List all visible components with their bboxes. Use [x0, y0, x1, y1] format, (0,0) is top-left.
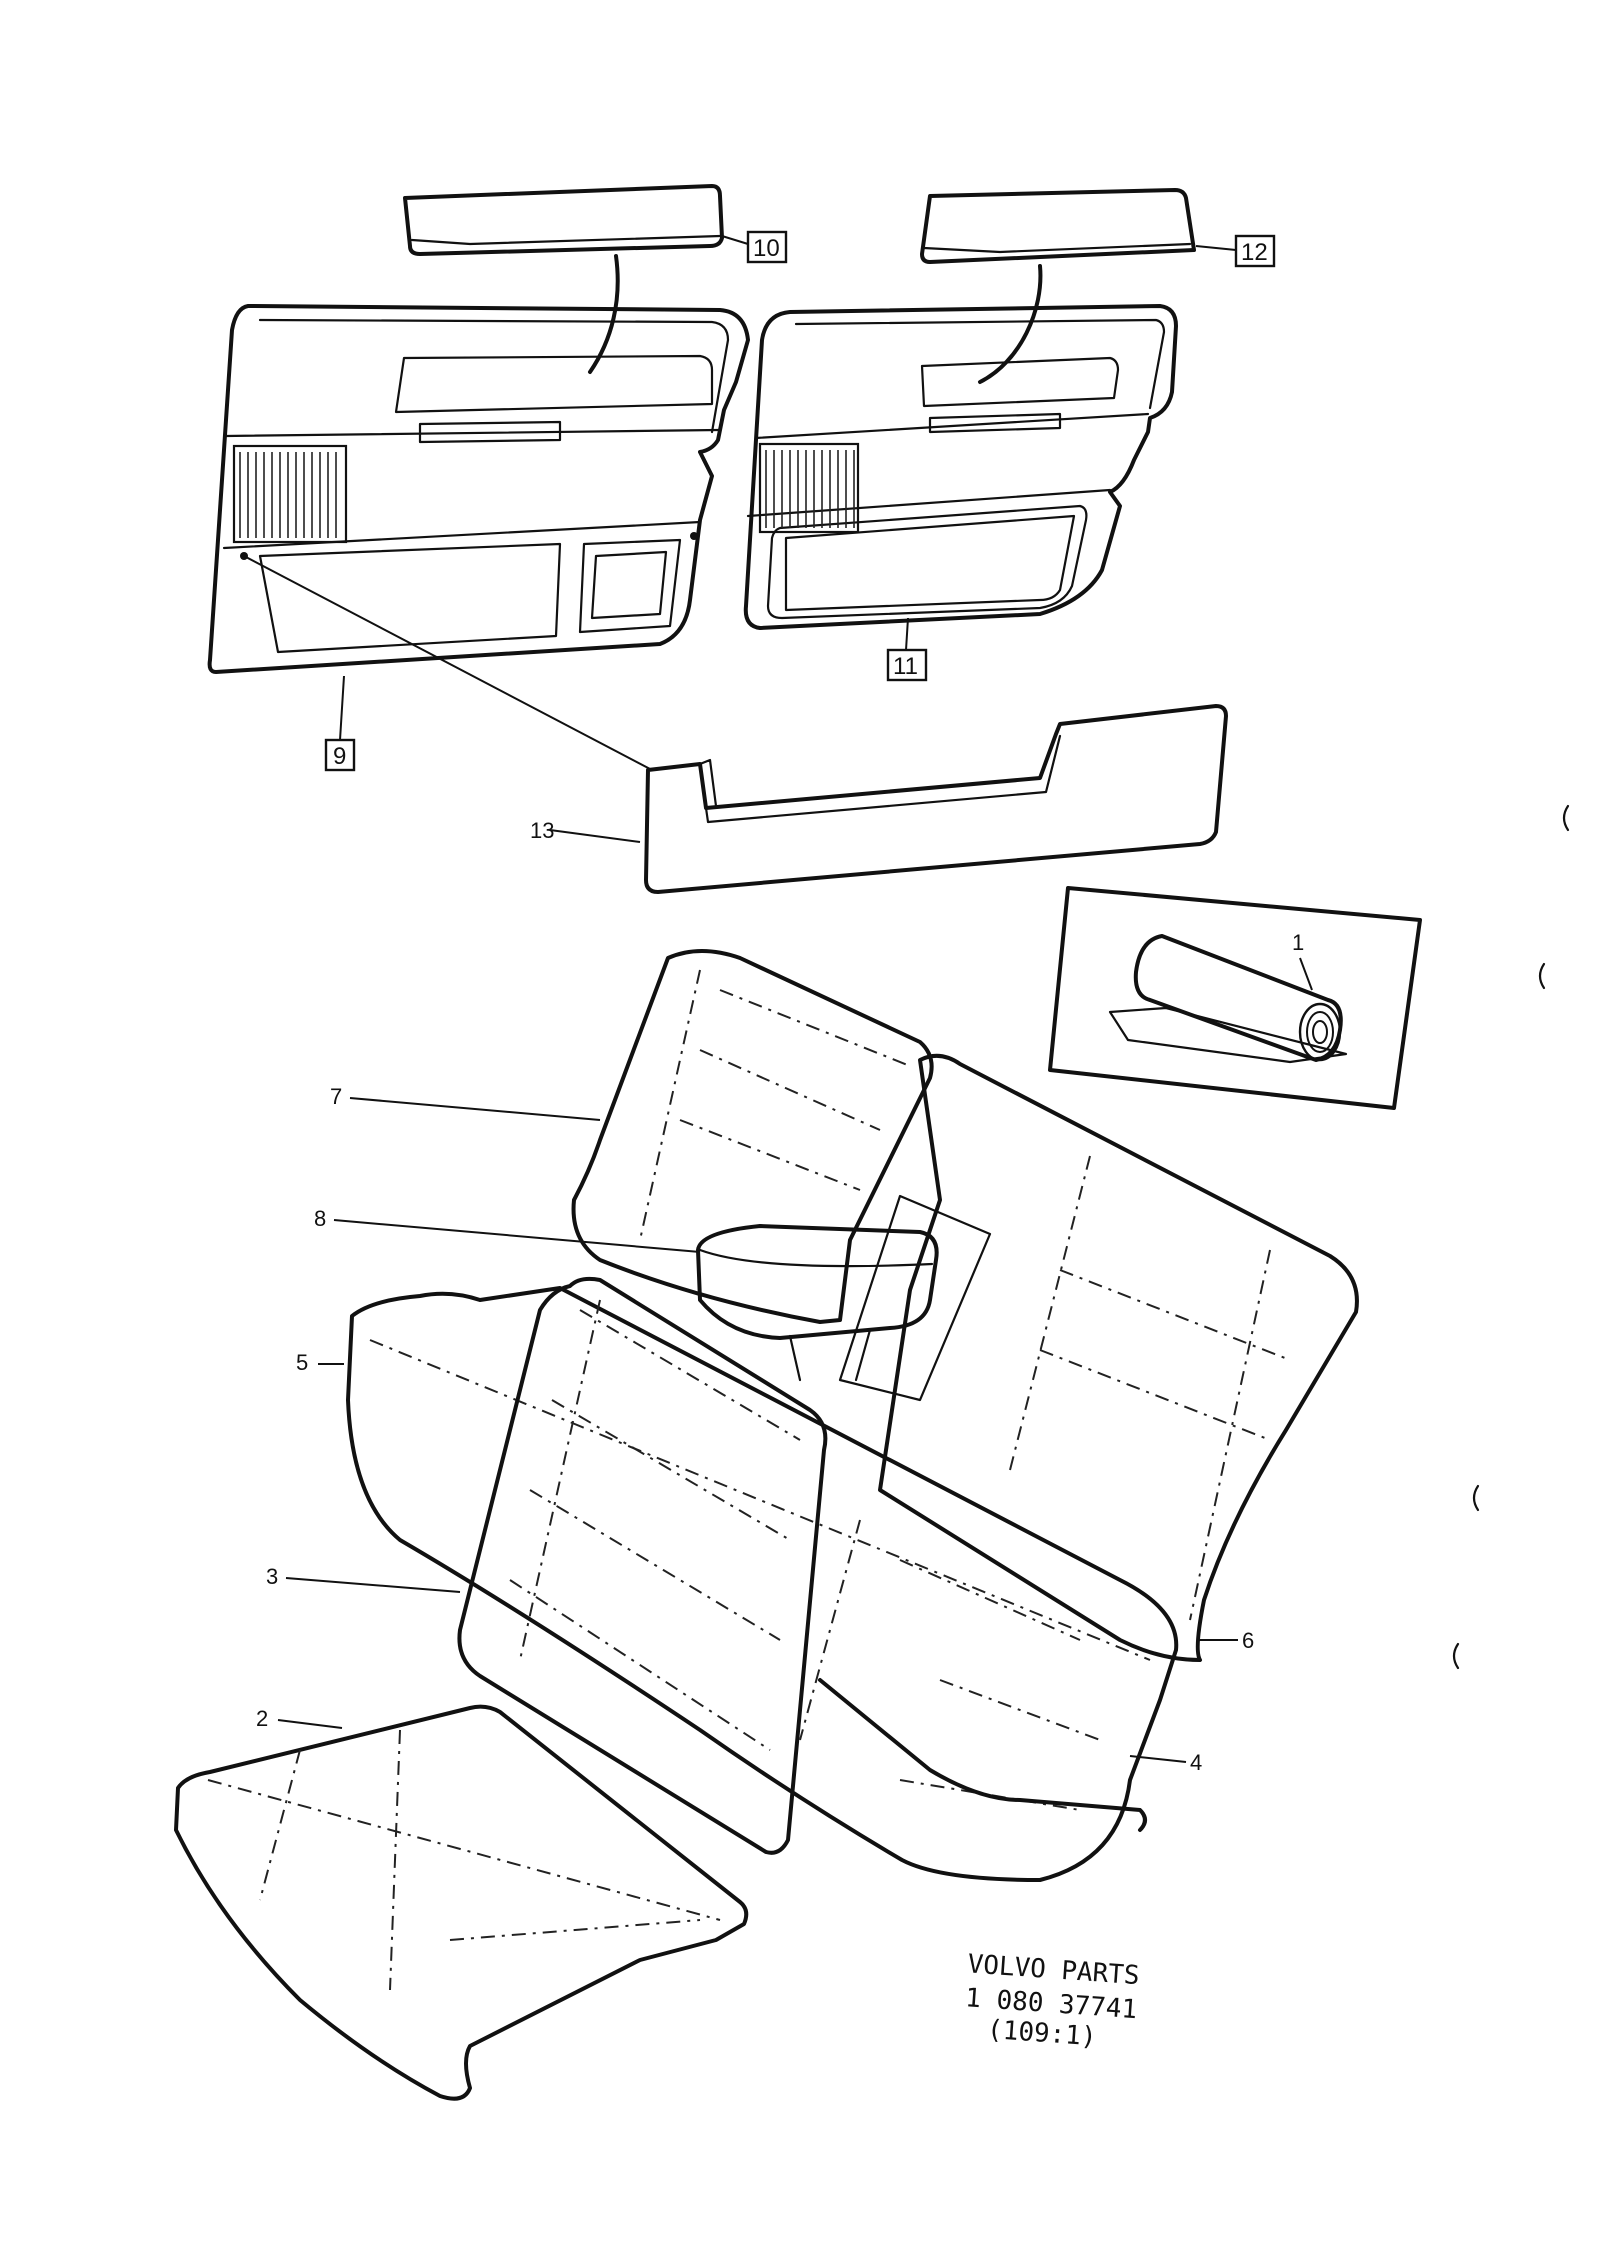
callout-11: 11	[893, 653, 918, 680]
part-5-seat-cushion	[346, 1286, 1179, 1882]
callout-7: 7	[330, 1084, 342, 1109]
callout-9-box	[324, 738, 356, 772]
leader-10	[721, 235, 749, 245]
part-4-cushion-lower	[818, 1678, 1147, 1832]
callout-10: 10	[753, 235, 780, 262]
part-3-front-backrest	[457, 1276, 828, 1855]
leader-2	[277, 1719, 343, 1729]
scan-mark	[1452, 1642, 1460, 1670]
arrow-part-10	[588, 254, 620, 374]
leader-4	[1129, 1755, 1187, 1763]
leader-9	[339, 675, 345, 741]
armrest-recess	[838, 1194, 992, 1402]
callout-4: 4	[1190, 1750, 1202, 1775]
part-13-trim-strip	[644, 704, 1228, 894]
leader-1	[1299, 957, 1313, 991]
part-6-backrest-right	[878, 1053, 1359, 1662]
parts-reference: VOLVO PARTS 1 080 37741 (109:1)	[964, 1949, 1140, 2053]
footer-line-3: (109:1)	[986, 2015, 1097, 2053]
callout-12: 12	[1241, 239, 1268, 266]
part-8-armrest	[696, 1224, 939, 1382]
leader-8	[333, 1219, 701, 1253]
callout-5: 5	[296, 1350, 308, 1375]
callout-12-box	[1234, 234, 1276, 268]
callout-11-box	[886, 648, 928, 682]
part-1-carpet-roll	[1048, 886, 1422, 1110]
callout-13: 13	[530, 818, 554, 843]
part-11-door-panel-right	[743, 304, 1178, 630]
speaker-grille-right	[765, 450, 855, 528]
leader-12	[1195, 245, 1237, 251]
callout-9: 9	[333, 743, 346, 770]
part-2-front-cushion	[174, 1704, 749, 2101]
callout-6: 6	[1242, 1628, 1254, 1653]
leader-11	[905, 617, 909, 651]
part-7-backrest-left	[571, 949, 934, 1324]
callout-1: 1	[1292, 930, 1304, 955]
part-9-door-panel-left	[207, 304, 750, 674]
arrow-part-12	[978, 264, 1043, 384]
callout-3: 3	[266, 1564, 278, 1589]
leader-7	[349, 1097, 601, 1121]
scan-mark	[1472, 1484, 1480, 1512]
callout-10-box	[746, 230, 788, 264]
part-12-trim-cap	[920, 188, 1196, 264]
part-10-trim-cap	[403, 184, 724, 256]
speaker-grille-left	[239, 452, 337, 538]
callout-2: 2	[256, 1706, 268, 1731]
scan-mark	[1538, 962, 1546, 990]
leader-13	[549, 829, 641, 843]
leader-3	[285, 1577, 461, 1593]
leader-hole-to-13	[243, 555, 653, 771]
scan-mark	[1562, 804, 1570, 832]
callout-8: 8	[314, 1206, 326, 1231]
